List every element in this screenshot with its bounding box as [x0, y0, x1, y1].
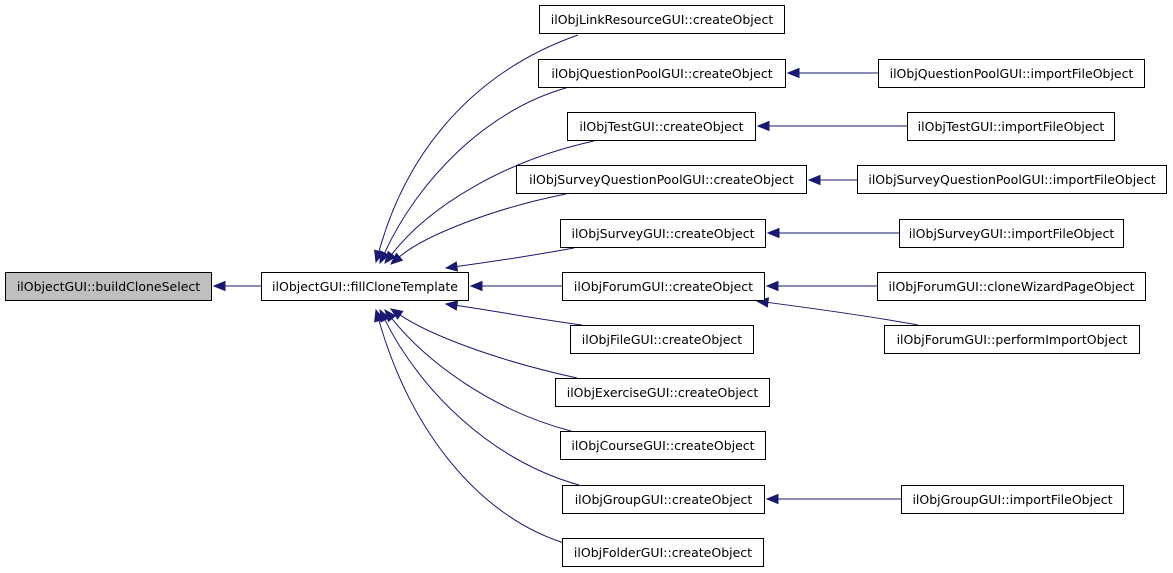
- edge-forum_performimport-to-forum_create: [767, 301, 919, 326]
- edge-survey_create-to-fillCloneTemplate: [456, 247, 575, 268]
- edge-exercise_create-to-fillCloneTemplate: [399, 314, 578, 379]
- node-ilobjforumgui-performimportobject[interactable]: ilObjForumGUI::performImportObject: [884, 325, 1140, 354]
- arrowhead-survey_import-to-survey_create: [766, 227, 780, 239]
- node-ilobjectgui-fillclonetemplate[interactable]: ilObjectGUI::fillCloneTemplate: [261, 272, 469, 301]
- node-ilobjforumgui-createobject[interactable]: ilObjForumGUI::createObject: [562, 272, 765, 301]
- node-ilobjfoldergui-createobject[interactable]: ilObjFolderGUI::createObject: [562, 538, 764, 567]
- edge-folder_create-to-fillCloneTemplate: [378, 320, 572, 546]
- node-ilobjsurveygui-createobject[interactable]: ilObjSurveyGUI::createObject: [560, 219, 766, 248]
- arrowhead-folder_create-to-fillCloneTemplate: [374, 308, 385, 323]
- edge-svyqpool_create-to-fillCloneTemplate: [399, 193, 567, 258]
- arrowhead-svyqpool_create-to-fillCloneTemplate: [389, 252, 404, 265]
- edge-test_create-to-fillCloneTemplate: [391, 140, 595, 255]
- arrowhead-qpool_import-to-qpool_create: [786, 67, 800, 79]
- arrowhead-test_create-to-fillCloneTemplate: [384, 250, 397, 265]
- arrowhead-forum_clonewizard-to-forum_create: [765, 280, 779, 292]
- node-ilobjectgui-buildcloneselect: ilObjectGUI::buildCloneSelect: [5, 272, 212, 301]
- edge-group_create-to-fillCloneTemplate: [384, 319, 580, 486]
- node-ilobjforumgui-clonewizardpageobject[interactable]: ilObjForumGUI::cloneWizardPageObject: [877, 272, 1146, 301]
- node-ilobjgroupgui-importfileobject[interactable]: ilObjGroupGUI::importFileObject: [901, 485, 1124, 514]
- edge-linkres_create-to-fillCloneTemplate: [378, 34, 579, 252]
- arrowhead-test_import-to-test_create: [756, 120, 770, 132]
- edge-qpool_create-to-fillCloneTemplate: [384, 87, 567, 254]
- arrowhead-survey_create-to-fillCloneTemplate: [444, 261, 459, 272]
- node-ilobjsurveyquestionpoolgui-importfileobject[interactable]: ilObjSurveyQuestionPoolGUI::importFileOb…: [857, 165, 1167, 194]
- node-ilobjtestgui-importfileobject[interactable]: ilObjTestGUI::importFileObject: [907, 112, 1115, 141]
- node-ilobjgroupgui-createobject[interactable]: ilObjGroupGUI::createObject: [562, 485, 765, 514]
- arrowhead-svyqpool_import-to-svyqpool_create: [807, 174, 821, 186]
- node-ilobjsurveygui-importfileobject[interactable]: ilObjSurveyGUI::importFileObject: [899, 219, 1124, 248]
- node-ilobjsurveyquestionpoolgui-createobject[interactable]: ilObjSurveyQuestionPoolGUI::createObject: [516, 165, 807, 194]
- node-ilobjquestionpoolgui-importfileobject[interactable]: ilObjQuestionPoolGUI::importFileObject: [878, 59, 1145, 88]
- node-ilobjfilegui-createobject[interactable]: ilObjFileGUI::createObject: [570, 325, 754, 354]
- node-ilobjcoursegui-createobject[interactable]: ilObjCourseGUI::createObject: [560, 431, 766, 460]
- node-ilobjlinkresourcegui-createobject[interactable]: ilObjLinkResourceGUI::createObject: [539, 5, 785, 34]
- node-ilobjtestgui-createobject[interactable]: ilObjTestGUI::createObject: [567, 112, 756, 141]
- arrowhead-qpool_create-to-fillCloneTemplate: [379, 250, 390, 265]
- arrowhead-exercise_create-to-fillCloneTemplate: [389, 308, 404, 320]
- arrowhead-file_create-to-fillCloneTemplate: [444, 300, 459, 311]
- node-ilobjexercisegui-createobject[interactable]: ilObjExerciseGUI::createObject: [555, 378, 770, 407]
- arrowhead-forum_create-to-fillCloneTemplate: [469, 280, 483, 292]
- node-ilobjquestionpoolgui-createobject[interactable]: ilObjQuestionPoolGUI::createObject: [538, 59, 786, 88]
- arrowhead-fillCloneTemplate-to-buildCloneSelect: [212, 280, 226, 292]
- arrowhead-group_import-to-group_create: [765, 493, 779, 505]
- edge-course_create-to-fillCloneTemplate: [391, 318, 572, 432]
- edge-file_create-to-fillCloneTemplate: [456, 304, 583, 326]
